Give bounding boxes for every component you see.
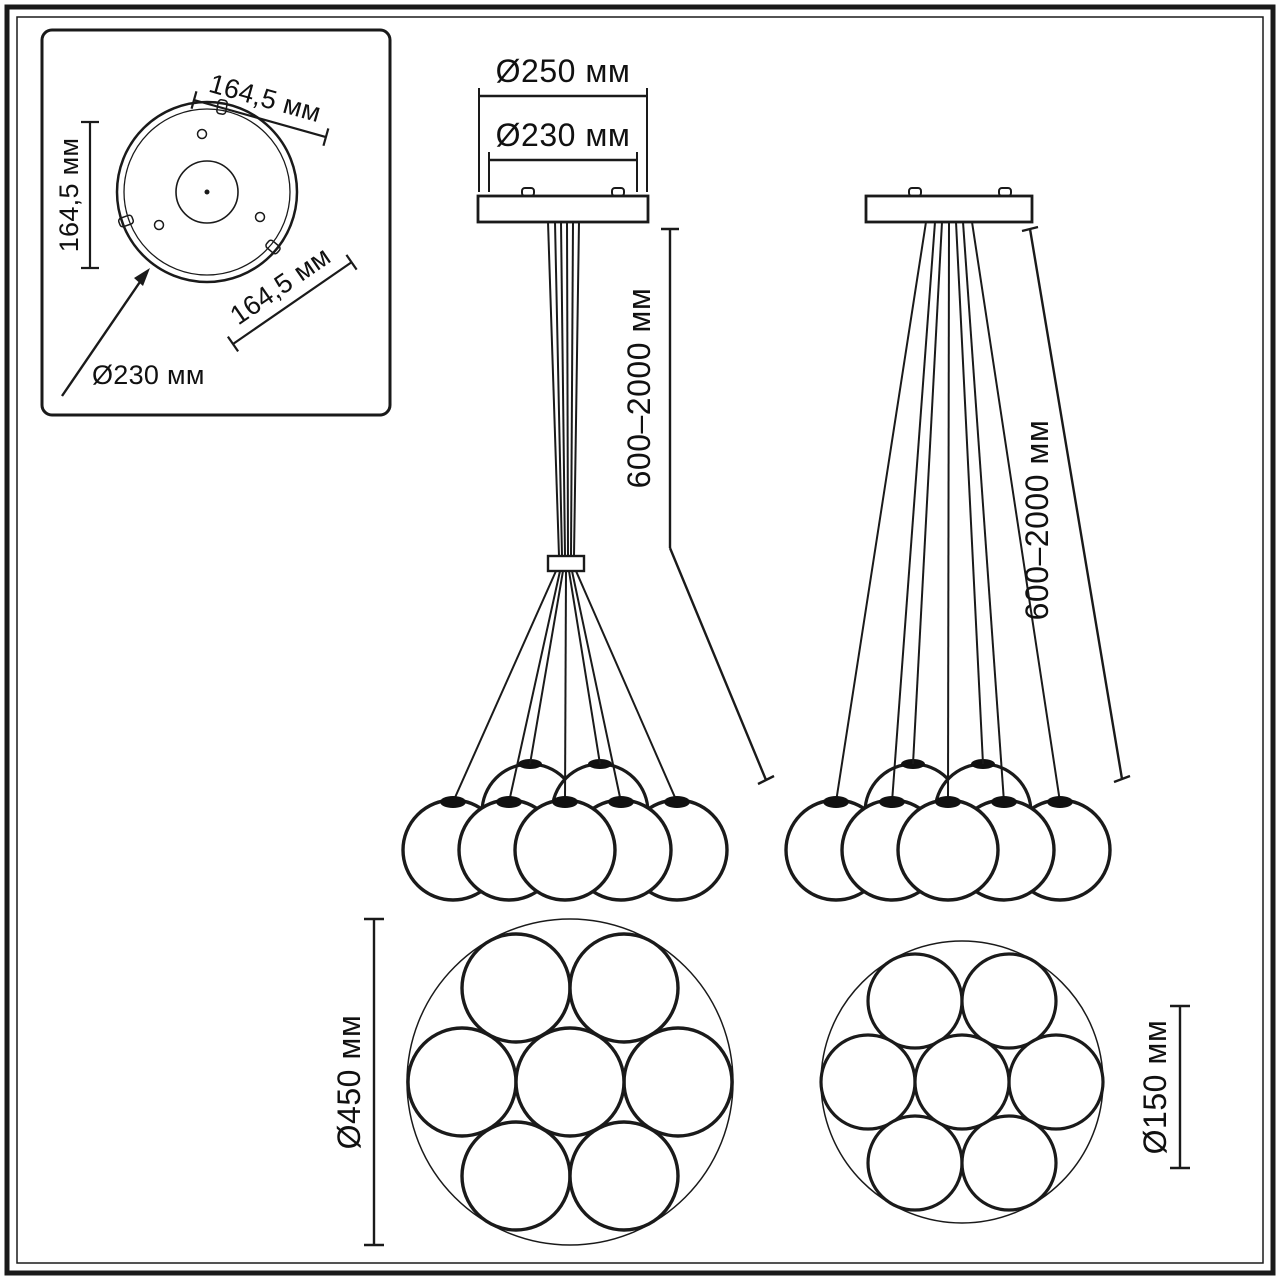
canopy-left xyxy=(476,187,650,224)
mounting-plate-drawing xyxy=(115,99,299,284)
shade-cap-icon xyxy=(1047,796,1073,808)
inset-dim-bottom: 164,5 мм xyxy=(225,241,358,353)
shade-cap-icon xyxy=(991,796,1017,808)
dim-canopy-inner: Ø230 мм xyxy=(488,117,638,192)
shade-front-row-left xyxy=(401,796,729,902)
front-view-right: 600–2000 мм xyxy=(784,187,1131,902)
inset-dim-bottom-label: 164,5 мм xyxy=(225,241,336,331)
dim-height-left-label: 600–2000 мм xyxy=(621,288,657,489)
dim-sphere-diameter-label: Ø150 мм xyxy=(1137,1020,1173,1155)
plate-center-mark xyxy=(204,189,210,195)
shade-cap-icon xyxy=(496,796,522,808)
wire-clamp xyxy=(546,554,586,573)
inset-plate-diameter-label: Ø230 мм xyxy=(92,360,205,390)
arrow-head-icon xyxy=(134,268,150,286)
inset-border xyxy=(40,28,392,417)
inset-dim-top: 164,5 мм xyxy=(190,68,330,147)
wire-bundle-left xyxy=(547,221,580,557)
top-view-left: Ø450 мм xyxy=(331,917,734,1247)
dim-cluster-diameter: Ø450 мм xyxy=(331,917,384,1247)
front-view-left: Ø250 мм Ø230 мм 600–2000 мм xyxy=(401,53,775,902)
top-view-right: Ø150 мм xyxy=(819,940,1190,1224)
shade-front-row-right xyxy=(784,796,1112,902)
canopy-right xyxy=(864,187,1034,224)
shade-circles-right xyxy=(819,952,1105,1212)
dim-sphere-diameter: Ø150 мм xyxy=(1137,1004,1190,1170)
shade-cap-icon xyxy=(935,796,961,808)
screw-holes xyxy=(153,128,266,231)
mounting-clips xyxy=(117,99,281,255)
dim-height-left: 600–2000 мм xyxy=(621,227,775,786)
shade-circles-left xyxy=(406,932,734,1232)
shade-cap-icon xyxy=(664,796,690,808)
inset-dim-left-label: 164,5 мм xyxy=(54,138,84,253)
shade-cap-icon xyxy=(440,796,466,808)
shade-cap-icon xyxy=(823,796,849,808)
dim-height-right: 600–2000 мм xyxy=(1019,225,1131,784)
dim-canopy-outer: Ø250 мм xyxy=(478,53,648,192)
dim-height-right-label: 600–2000 мм xyxy=(1019,420,1055,621)
dim-canopy-inner-label: Ø230 мм xyxy=(496,117,631,153)
shade-cap-icon xyxy=(552,796,578,808)
shade-cap-icon xyxy=(879,796,905,808)
page-frame xyxy=(4,4,1276,1276)
wire-fan-right xyxy=(835,221,1061,803)
dim-canopy-outer-label: Ø250 мм xyxy=(496,53,631,89)
shade-cap-icon xyxy=(608,796,634,808)
inset-plate-diameter: Ø230 мм xyxy=(61,268,205,397)
mounting-plate-inset: 164,5 мм 164,5 мм 164,5 мм Ø230 мм xyxy=(40,28,392,417)
wire-fan-left xyxy=(452,570,678,803)
dim-cluster-diameter-label: Ø450 мм xyxy=(331,1015,367,1150)
inset-dim-left: 164,5 мм xyxy=(54,120,99,270)
